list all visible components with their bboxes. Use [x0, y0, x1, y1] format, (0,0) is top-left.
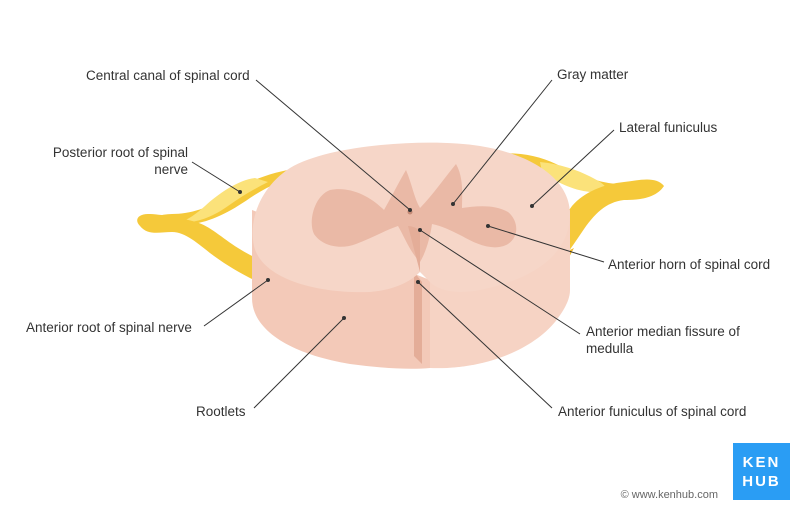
label-anterior-median-fissure: Anterior median fissure of medulla [586, 323, 740, 357]
label-posterior-root-line2: nerve [20, 161, 188, 178]
kenhub-logo[interactable]: KEN HUB [733, 443, 790, 500]
label-posterior-root-line1: Posterior root of spinal [20, 144, 188, 161]
label-lateral-funiculus: Lateral funiculus [619, 119, 717, 136]
label-posterior-root: Posterior root of spinal nerve [20, 144, 188, 178]
label-anterior-root: Anterior root of spinal nerve [26, 319, 192, 336]
label-anterior-median-fissure-line1: Anterior median fissure of [586, 323, 740, 340]
label-rootlets: Rootlets [196, 403, 246, 420]
label-anterior-median-fissure-line2: medulla [586, 340, 740, 357]
logo-line1: KEN [743, 453, 781, 472]
copyright-text: © www.kenhub.com [621, 489, 718, 501]
label-anterior-funiculus: Anterior funiculus of spinal cord [558, 403, 746, 420]
anterior-median-fissure-side [414, 272, 422, 364]
logo-line2: HUB [742, 472, 781, 491]
spinal-cord-segment [252, 143, 570, 369]
label-central-canal: Central canal of spinal cord [86, 67, 250, 84]
label-anterior-horn: Anterior horn of spinal cord [608, 256, 770, 273]
leader-posterior-root [192, 162, 240, 192]
label-gray-matter: Gray matter [557, 66, 628, 83]
